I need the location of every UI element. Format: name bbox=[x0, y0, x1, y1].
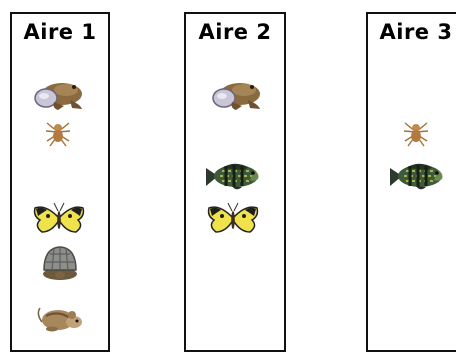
spider-icon bbox=[44, 118, 72, 148]
turtle-icon bbox=[40, 244, 80, 282]
mouse-icon bbox=[34, 300, 86, 336]
area-2-title: Aire 2 bbox=[186, 20, 284, 44]
area-1-title: Aire 1 bbox=[12, 20, 108, 44]
spider-icon bbox=[402, 118, 430, 148]
fish-icon bbox=[388, 160, 448, 192]
fish-icon bbox=[204, 160, 264, 192]
area-3-panel: Aire 3 bbox=[366, 12, 456, 352]
frog-icon bbox=[32, 78, 84, 112]
area-1-panel: Aire 1 bbox=[10, 12, 110, 352]
butterfly-icon bbox=[206, 202, 260, 236]
butterfly-icon bbox=[32, 202, 86, 236]
frog-icon bbox=[210, 78, 262, 112]
area-3-title: Aire 3 bbox=[368, 20, 456, 44]
area-2-panel: Aire 2 bbox=[184, 12, 286, 352]
